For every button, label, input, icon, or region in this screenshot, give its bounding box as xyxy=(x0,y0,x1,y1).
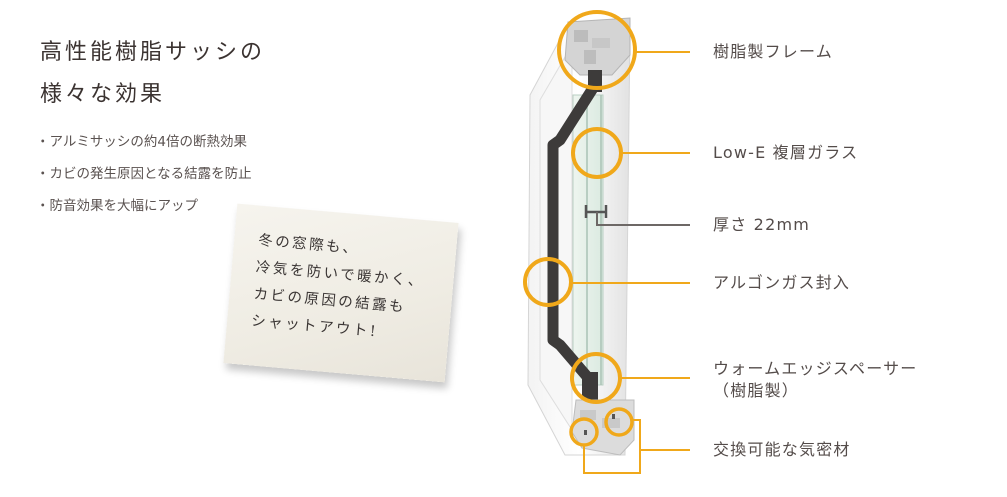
callout-label-resin-frame: 樹脂製フレーム xyxy=(713,42,833,61)
benefit-item: ・防音効果を大幅にアップ xyxy=(36,198,198,214)
benefit-list: ・アルミサッシの約4倍の断熱効果 ・カビの発生原因となる結露を防止 ・防音効果を… xyxy=(36,126,252,222)
benefit-item: ・カビの発生原因となる結露を防止 xyxy=(36,166,252,182)
benefit-item: ・アルミサッシの約4倍の断熱効果 xyxy=(36,134,247,150)
page-title: 高性能樹脂サッシの 様々な効果 xyxy=(40,32,265,116)
top-frame-profile xyxy=(564,17,631,92)
callout-frame xyxy=(557,10,690,90)
callout-label-seal: 交換可能な気密材 xyxy=(713,440,851,459)
callout-label-thickness: 厚さ 22mm xyxy=(713,215,811,234)
callout-glass xyxy=(571,127,690,179)
callout-label-argon-gas: アルゴンガス封入 xyxy=(713,273,851,292)
callout-argon xyxy=(523,257,690,307)
thickness-marker-icon xyxy=(584,205,690,226)
callout-spacer xyxy=(570,352,690,404)
title-line-1: 高性能樹脂サッシの xyxy=(40,40,266,65)
spacer-label-line-2: （樹脂製） xyxy=(713,381,800,400)
spacer-band xyxy=(547,82,600,384)
callout-seal xyxy=(569,407,690,474)
callout-label-warm-edge-spacer: ウォームエッジスペーサー （樹脂製） xyxy=(713,358,917,402)
bottom-frame-profile xyxy=(571,372,635,456)
callout-label-lowe-glass: Low-E 複層ガラス xyxy=(713,143,859,162)
title-line-2: 様々な効果 xyxy=(40,82,166,107)
spacer-label-line-1: ウォームエッジスペーサー xyxy=(713,359,918,378)
